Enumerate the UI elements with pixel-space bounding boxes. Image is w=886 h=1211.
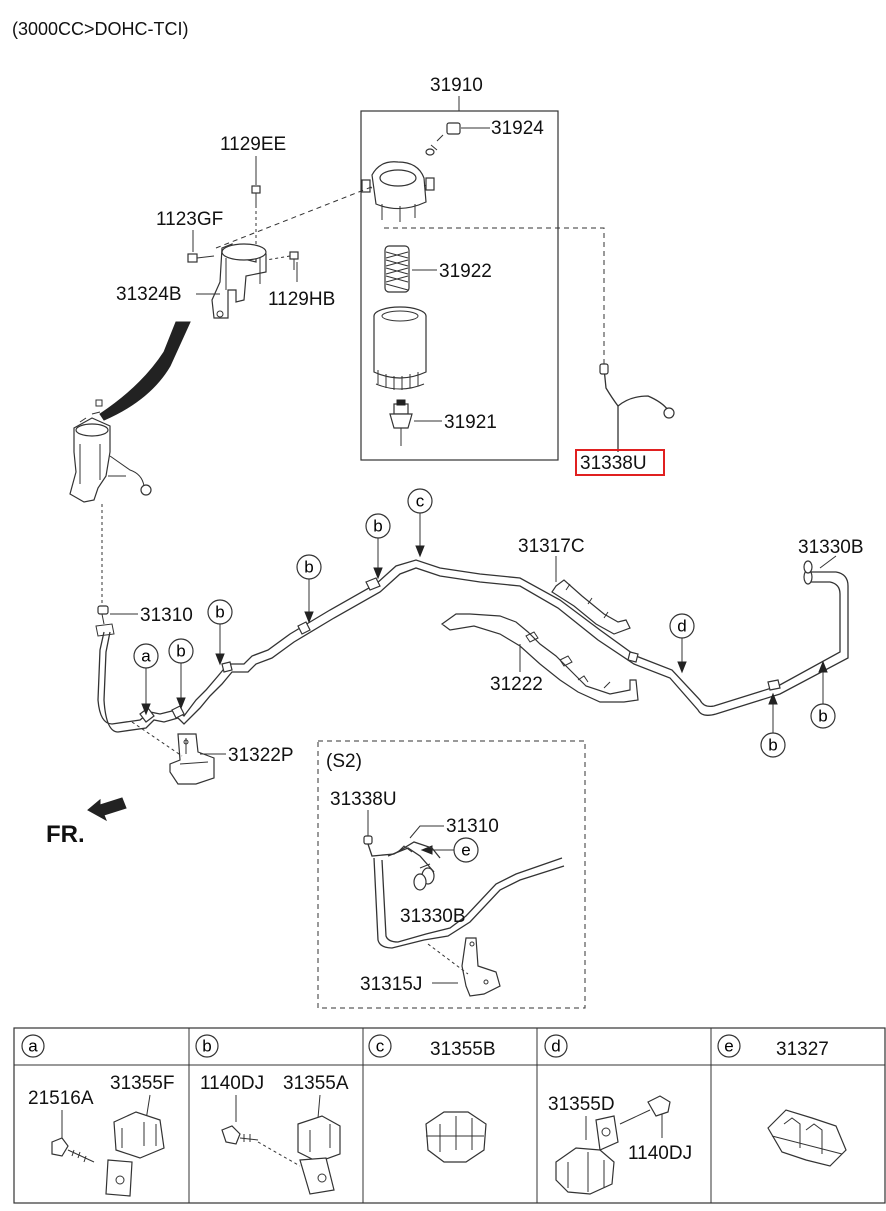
bolt-1123GF-icon[interactable]	[187, 253, 215, 263]
inset-fuel-lines[interactable]	[363, 835, 565, 949]
inset-s2: (S2) 31338U 31310 e 31330B	[317, 740, 586, 1009]
svg-text:d: d	[677, 617, 686, 636]
filter-body[interactable]	[373, 306, 427, 390]
label-31222[interactable]: 31222	[490, 674, 543, 695]
legend-key-d: d	[551, 1037, 560, 1056]
legend-b-part-1[interactable]: 1140DJ	[200, 1073, 264, 1094]
callouts-main: a b b b b	[133, 488, 836, 758]
svg-text:b: b	[818, 707, 827, 726]
highlight-box-31338U	[575, 449, 665, 476]
label-31922[interactable]: 31922	[439, 261, 492, 282]
engine-spec-title: (3000CC>DOHC-TCI)	[12, 19, 189, 39]
bracket-31322P[interactable]	[131, 721, 215, 785]
legend-d-part-1[interactable]: 31355D	[548, 1094, 615, 1115]
inset-s2-box	[317, 740, 586, 1009]
clip-31317C[interactable]	[551, 579, 631, 635]
svg-text:e: e	[461, 841, 470, 860]
legend-key-a: a	[28, 1037, 38, 1056]
svg-text:b: b	[768, 736, 777, 755]
label-31322P[interactable]: 31322P	[228, 745, 294, 766]
svg-text:b: b	[176, 642, 185, 661]
clip-31355D-icon	[555, 1115, 619, 1195]
filter-head[interactable]	[361, 161, 435, 222]
label-1129EE[interactable]: 1129EE	[220, 134, 286, 155]
label-31324B[interactable]: 31324B	[116, 284, 182, 305]
clip-31355A-icon	[297, 1115, 341, 1195]
svg-text:b: b	[215, 603, 224, 622]
inset-callout-e[interactable]: e	[420, 837, 479, 863]
bracket-assembly: 1129EE 1123GF 1129HB 31324B	[116, 134, 375, 319]
inset-title: (S2)	[326, 751, 362, 772]
legend-b-part-2[interactable]: 31355A	[283, 1073, 349, 1094]
front-label: FR.	[46, 821, 85, 848]
callout-d[interactable]: d	[669, 613, 695, 674]
bolt-1129EE-icon[interactable]	[251, 185, 261, 250]
clip-31355B-icon	[425, 1111, 487, 1163]
legend-key-b: b	[202, 1037, 211, 1056]
inset-label-31338U[interactable]: 31338U	[330, 789, 397, 810]
clip-31355F-icon	[105, 1111, 165, 1197]
bolt-1140DJ-icon	[221, 1125, 301, 1167]
callout-a[interactable]: a	[133, 643, 159, 716]
label-31310[interactable]: 31310	[140, 605, 193, 626]
callout-b-2[interactable]: b	[207, 599, 233, 666]
label-31338U[interactable]: 31338U	[580, 453, 647, 474]
front-direction-indicator: FR.	[46, 797, 127, 848]
label-31317C[interactable]: 31317C	[518, 536, 585, 557]
label-31330B[interactable]: 31330B	[798, 537, 864, 558]
label-1123GF[interactable]: 1123GF	[156, 209, 223, 230]
legend-d-part-2[interactable]: 1140DJ	[628, 1143, 692, 1164]
legend-cell-e: e 31327	[717, 1034, 847, 1167]
label-1129HB[interactable]: 1129HB	[268, 289, 335, 310]
inset-label-31330B[interactable]: 31330B	[400, 906, 466, 927]
svg-text:a: a	[141, 647, 151, 666]
callout-b-5[interactable]: b	[760, 692, 786, 758]
legend-cell-a: a 21516A 31355F	[21, 1034, 174, 1197]
legend-cell-c: c 31355B	[368, 1034, 496, 1163]
legend-e-title[interactable]: 31327	[776, 1039, 829, 1060]
bolt-1129HB-icon[interactable]	[265, 251, 299, 270]
bolt-1140DJ-d-icon	[619, 1095, 671, 1125]
legend-key-e: e	[724, 1037, 733, 1056]
filter-cap-bolt[interactable]	[425, 122, 461, 156]
inset-label-31310[interactable]: 31310	[446, 816, 499, 837]
legend-c-title[interactable]: 31355B	[430, 1039, 496, 1060]
filter-element[interactable]	[384, 245, 410, 293]
legend-cell-b: b 1140DJ 31355A	[195, 1034, 349, 1195]
inset-bracket-31315J[interactable]	[427, 937, 501, 997]
callout-b-6[interactable]: b	[810, 660, 836, 729]
inset-label-31315J[interactable]: 31315J	[360, 974, 422, 995]
legend-table: a 21516A 31355F b 1140DJ 31355A	[13, 1027, 886, 1204]
sensor-harness[interactable]	[384, 227, 675, 452]
label-31910[interactable]: 31910	[430, 75, 483, 96]
callout-c[interactable]: c	[407, 488, 433, 558]
callout-b-1[interactable]: b	[168, 638, 194, 710]
callout-b-3[interactable]: b	[296, 554, 322, 624]
main-fuel-lines[interactable]	[95, 559, 849, 733]
svg-text:b: b	[304, 558, 313, 577]
filter-assembly-group: 31910 31924 31922	[360, 75, 559, 461]
svg-text:b: b	[373, 517, 382, 536]
legend-key-c: c	[376, 1037, 385, 1056]
bolt-21516A-icon	[51, 1137, 95, 1163]
legend-a-part-2[interactable]: 31355F	[110, 1073, 174, 1094]
callout-b-4[interactable]: b	[365, 513, 391, 580]
label-31921[interactable]: 31921	[444, 412, 497, 433]
assembly-pointer-arrow	[99, 321, 191, 421]
label-31924[interactable]: 31924	[491, 118, 544, 139]
front-arrow-icon	[87, 797, 127, 822]
legend-cell-d: d 31355D 1140DJ	[544, 1034, 692, 1195]
filter-sensor[interactable]	[389, 399, 413, 446]
clip-31327-icon	[767, 1109, 847, 1167]
legend-a-part-1[interactable]: 21516A	[28, 1088, 94, 1109]
filter-bracket[interactable]	[211, 243, 267, 319]
mounted-filter-assembly[interactable]	[69, 399, 152, 503]
svg-text:c: c	[416, 492, 425, 511]
